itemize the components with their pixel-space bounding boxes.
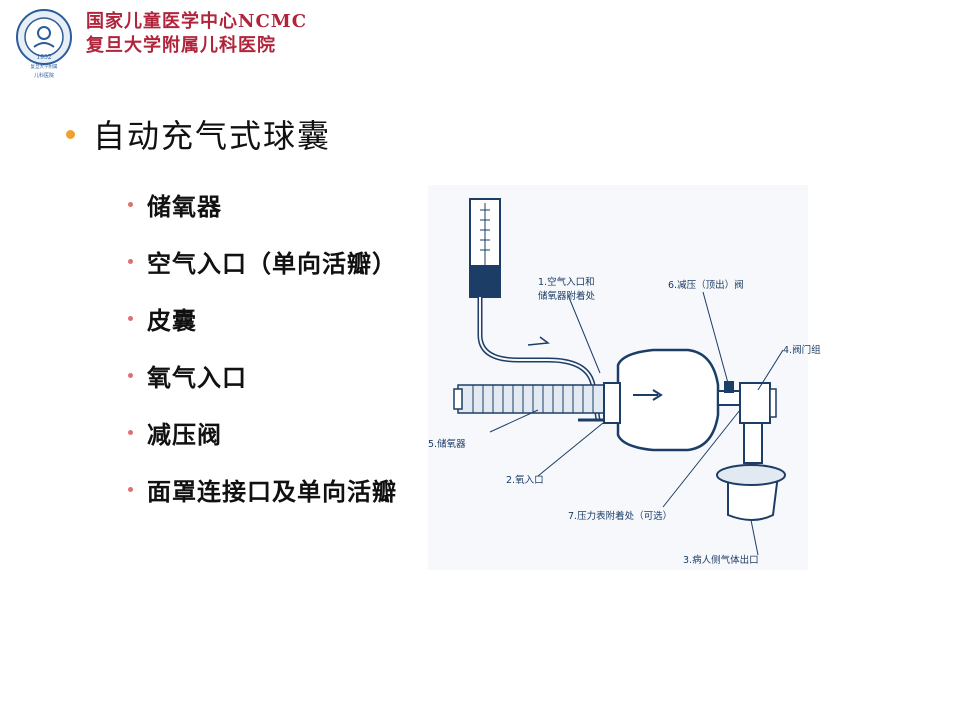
list-item-text: 面罩连接口及单向活瓣	[147, 477, 397, 506]
bullet-icon	[128, 316, 133, 321]
logo-caption-1: 复旦大学附属	[31, 63, 58, 70]
component-list: 储氧器 空气入口（单向活瓣） 皮囊 氧气入口 减压阀 面罩连接口及单向活瓣	[128, 176, 433, 518]
label-air-inlet-2: 储氧器附着处	[538, 290, 596, 302]
list-item-text: 皮囊	[147, 306, 197, 335]
label-relief-valve: 6.减压（顶出）阀	[668, 279, 744, 291]
list-item: 皮囊	[128, 290, 433, 347]
list-item: 空气入口（单向活瓣）	[128, 233, 433, 290]
valve-assembly-icon	[716, 381, 786, 521]
slide-title: 自动充气式球囊	[93, 117, 332, 155]
list-item: 减压阀	[128, 404, 433, 461]
bullet-icon	[128, 373, 133, 378]
logo-caption-area: 儿科医院	[34, 72, 54, 79]
list-item: 氧气入口	[128, 347, 433, 404]
list-item-text: 储氧器	[147, 192, 222, 221]
list-item-text: 空气入口（单向活瓣）	[147, 249, 397, 278]
label-air-inlet-1: 1.空气入口和	[538, 276, 595, 288]
label-patient-outlet: 3.病人侧气体出口	[683, 554, 759, 566]
list-item: 面罩连接口及单向活瓣	[128, 461, 433, 518]
org-line-2: 复旦大学附属儿科医院	[86, 35, 276, 56]
bullet-icon	[128, 259, 133, 264]
title-bullet-icon	[66, 129, 75, 139]
bullet-icon	[128, 430, 133, 435]
logo-year: 1952	[36, 54, 51, 61]
hospital-logo-icon: 1952 复旦大学附属	[16, 9, 72, 70]
resuscitation-bag-diagram: 1.空气入口和 储氧器附着处 6.减压（顶出）阀 4.阀门组 5.储氧器 2.氧…	[428, 185, 821, 570]
label-oxygen-inlet: 2.氧入口	[506, 474, 544, 486]
bullet-icon	[128, 202, 133, 207]
label-valve-group: 4.阀门组	[783, 344, 821, 356]
leader-lines	[489, 291, 784, 556]
org-line-1: 国家儿童医学中心NCMC	[86, 11, 308, 32]
bag-icon	[603, 348, 720, 452]
label-pressure-gauge-port: 7.压力表附着处（可选）	[568, 510, 672, 522]
reservoir-tube-icon	[453, 384, 609, 414]
list-item: 储氧器	[128, 176, 433, 233]
slide-header: 1952 复旦大学附属 儿科医院 国家儿童医学中心NCMC 复旦大学附属儿科医院	[0, 0, 960, 79]
label-reservoir: 5.储氧器	[428, 438, 466, 450]
list-item-text: 减压阀	[147, 420, 222, 449]
bullet-icon	[128, 487, 133, 492]
slide-title-row: 自动充气式球囊	[66, 111, 331, 157]
gauge-icon	[469, 198, 501, 298]
organization-name: 国家儿童医学中心NCMC 复旦大学附属儿科医院	[86, 10, 307, 58]
list-item-text: 氧气入口	[147, 363, 247, 392]
logo-caption-2: 儿科医院	[34, 72, 54, 79]
